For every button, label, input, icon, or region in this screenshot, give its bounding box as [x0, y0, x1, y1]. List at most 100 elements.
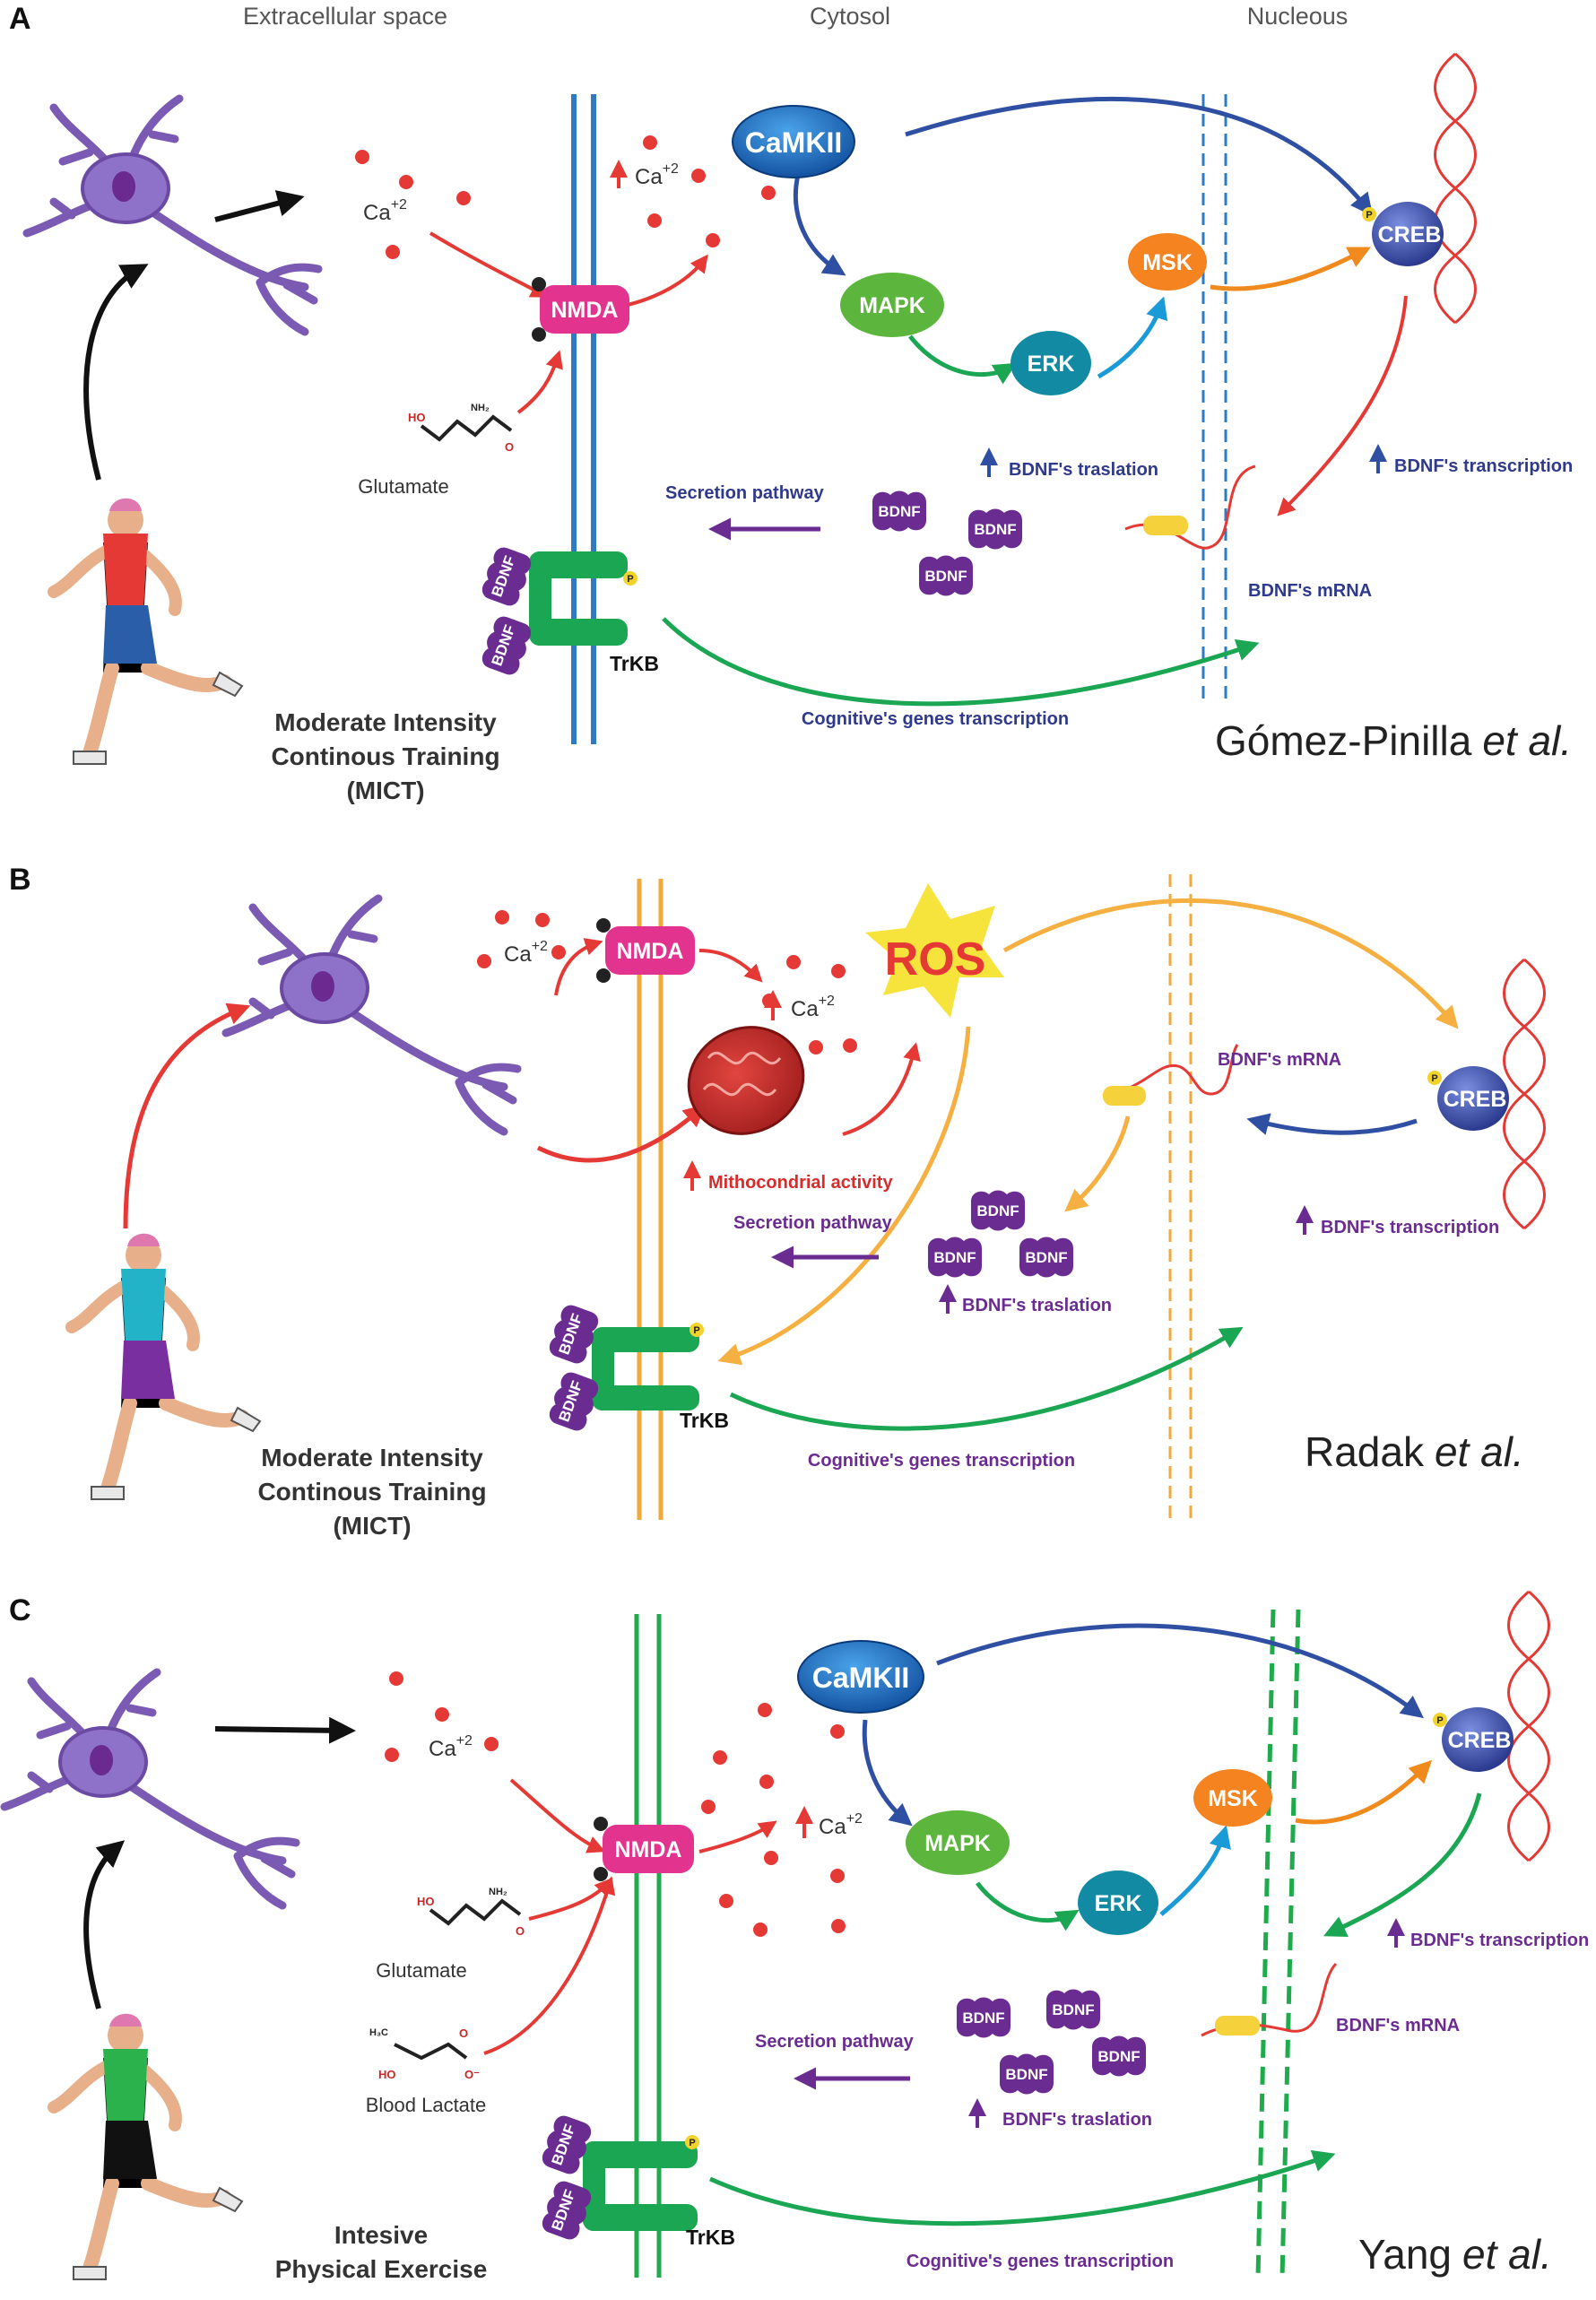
receptor-dot	[532, 277, 546, 291]
phospho-label: P	[1431, 1073, 1437, 1084]
arrow	[1097, 296, 1168, 379]
receptor-dot	[594, 1867, 608, 1881]
dna-icon	[1503, 958, 1546, 1230]
bdnf-translation-label: BDNF's traslation	[1009, 460, 1158, 480]
trkb-label: TrKB	[610, 652, 659, 675]
bdnf-protein: BDNF	[968, 508, 1022, 550]
runner-shirt	[103, 2049, 148, 2125]
arrow	[1323, 1792, 1482, 1937]
arrow	[842, 1042, 921, 1136]
arrow	[708, 2149, 1336, 2226]
phospho-label: P	[689, 2138, 695, 2148]
camkii-label: CaMKII	[745, 126, 842, 159]
msk-label: MSK	[1142, 250, 1193, 275]
arrow	[1002, 898, 1459, 1029]
creb-node	[1437, 1066, 1509, 1131]
arrow	[698, 1820, 777, 1853]
phospho-badge	[1433, 1713, 1447, 1727]
nmda-receptor	[540, 285, 629, 334]
bdnf-translation-label: BDNF's traslation	[962, 1296, 1112, 1315]
arrow	[528, 1878, 613, 1921]
msk-label: MSK	[1208, 1786, 1258, 1811]
calcium-label: Ca+2	[363, 197, 407, 225]
bdnf-transcription-label: BDNF's transcription	[1410, 1931, 1589, 1950]
nmda-receptor	[605, 926, 695, 975]
mapk-node	[906, 1810, 1010, 1875]
arrow	[862, 1719, 913, 1827]
secretion-label: Secretion pathway	[665, 483, 825, 503]
nmda-label: NMDA	[551, 298, 619, 323]
erk-node	[1011, 331, 1091, 395]
arrow	[698, 949, 763, 983]
arrow	[123, 1002, 251, 1229]
glutamate-label: Glutamate	[358, 475, 449, 498]
neuron-icon	[226, 898, 517, 1132]
arrow	[429, 231, 550, 298]
phospho-label: P	[627, 574, 633, 585]
runner-shirt	[103, 534, 148, 610]
arrow	[214, 1716, 356, 1744]
arrow	[729, 1326, 1244, 1431]
exercise-line: Moderate Intensity	[261, 1444, 483, 1471]
arrow	[516, 350, 563, 414]
panel-b: B Moderate Intensity Continous Training …	[9, 863, 1546, 1540]
svg-text:HO: HO	[417, 1895, 435, 1908]
bdnf-protein: BDNF	[872, 490, 926, 532]
svg-text:BDNF: BDNF	[878, 503, 920, 520]
ros-star	[865, 883, 1004, 1018]
bdnf-protein: BDNF	[1019, 1237, 1073, 1278]
svg-text:HO: HO	[378, 2068, 396, 2081]
header-nucleus: Nucleous	[1247, 3, 1349, 30]
bdnf-transcription-label: BDNF's transcription	[1321, 1218, 1499, 1237]
mapk-node	[840, 273, 944, 337]
calcium-dots	[355, 135, 776, 259]
trkb-receptor	[538, 2113, 698, 2243]
ribosome	[1143, 516, 1188, 535]
svg-text:NH₂: NH₂	[471, 403, 490, 413]
bdnf-mrna-label: BDNF's mRNA	[1336, 2016, 1460, 2035]
bdnf-protein: BDNF	[919, 555, 973, 596]
phospho-badge	[1427, 1071, 1442, 1085]
calcium-up-label: Ca+2	[791, 994, 835, 1021]
svg-text:BDNF: BDNF	[962, 2009, 1004, 2027]
arrow	[1064, 1115, 1131, 1212]
lactate-label: Blood Lactate	[366, 2094, 487, 2116]
arrow	[627, 254, 708, 307]
svg-text:BDNF: BDNF	[924, 568, 967, 585]
svg-text:NH₂: NH₂	[489, 1887, 507, 1897]
bdnf-mrna-label: BDNF's mRNA	[1218, 1050, 1341, 1070]
bdnf-translation-label: BDNF's traslation	[1002, 2110, 1152, 2130]
svg-text:BDNF: BDNF	[974, 521, 1016, 538]
cognitive-label: Cognitive's genes transcription	[906, 2252, 1174, 2271]
arrow	[908, 334, 1017, 385]
receptor-dot	[596, 918, 611, 933]
arrow	[1246, 1113, 1418, 1135]
mapk-label: MAPK	[859, 293, 925, 318]
dna-icon	[1434, 52, 1477, 325]
arrow	[662, 617, 1260, 707]
trkb-receptor	[478, 544, 628, 678]
exercise-line: Moderate Intensity	[274, 708, 497, 736]
svg-text:O: O	[505, 440, 514, 454]
phospho-label: P	[1366, 210, 1372, 221]
creb-node	[1372, 202, 1444, 266]
calcium-up-label: Ca+2	[819, 1811, 863, 1839]
arrow	[1277, 295, 1408, 516]
arrow	[936, 1623, 1424, 1719]
receptor-dot	[596, 968, 611, 983]
neuron-icon	[4, 1672, 296, 1905]
glutamate-label: Glutamate	[376, 1959, 467, 1982]
receptor-dot	[594, 1817, 608, 1831]
arrow	[509, 1778, 606, 1853]
arrow	[483, 1876, 616, 2055]
calcium-label: Ca+2	[504, 939, 548, 967]
svg-text:BDNF: BDNF	[1025, 1249, 1067, 1266]
arrow	[554, 938, 603, 996]
calcium-up-label: Ca+2	[635, 161, 679, 189]
runner-shorts	[121, 1341, 175, 1399]
exercise-line: Continous Training	[257, 1478, 486, 1506]
bdnf-protein: BDNF	[957, 1997, 1011, 2038]
